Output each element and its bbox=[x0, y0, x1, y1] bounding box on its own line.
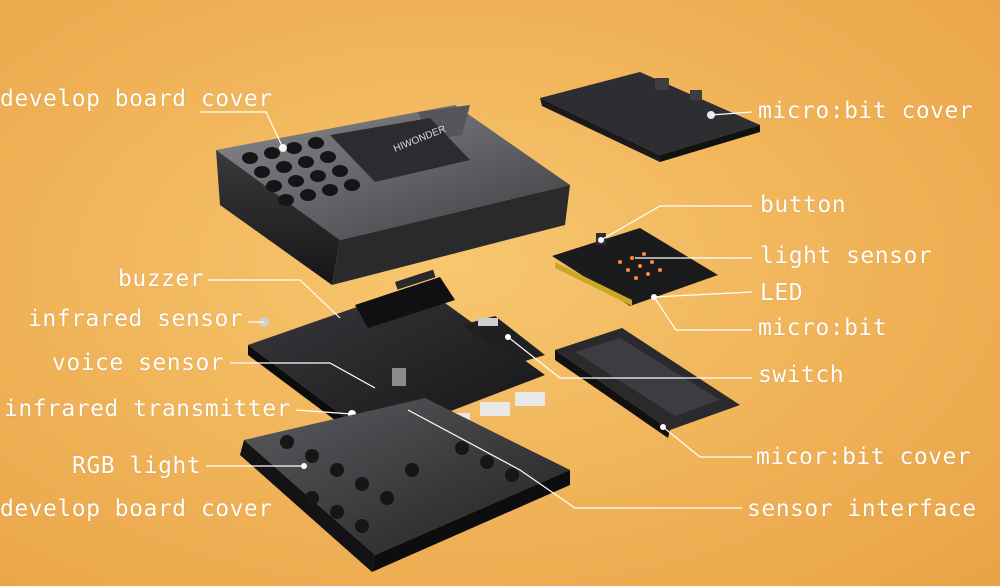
label-switch: switch bbox=[758, 364, 844, 387]
microbit-board bbox=[552, 228, 718, 306]
label-microbit-cover-top: micro:bit cover bbox=[758, 100, 973, 123]
label-rgb-light: RGB light bbox=[72, 455, 201, 478]
label-microbit: micro:bit bbox=[758, 317, 887, 340]
label-light-sensor: light sensor bbox=[760, 245, 932, 268]
label-buzzer: buzzer bbox=[118, 268, 204, 291]
label-infrared-transmitter: infrared transmitter bbox=[4, 398, 291, 421]
label-develop-board-cover-bottom: develop board cover bbox=[0, 498, 273, 521]
label-develop-board-cover-top: develop board cover bbox=[0, 88, 273, 111]
label-infrared-sensor: infrared sensor bbox=[28, 308, 243, 331]
label-micor-bit-cover: micor:bit cover bbox=[756, 446, 971, 469]
microbit-cover-top bbox=[540, 72, 760, 162]
develop-board-cover-bottom bbox=[240, 398, 570, 572]
label-button: button bbox=[760, 194, 846, 217]
microbit-cover-lower bbox=[555, 328, 740, 438]
label-led: LED bbox=[760, 282, 803, 305]
develop-board-cover-top: HIWONDER bbox=[216, 105, 570, 285]
label-voice-sensor: voice sensor bbox=[52, 352, 224, 375]
label-sensor-interface: sensor interface bbox=[747, 498, 977, 521]
